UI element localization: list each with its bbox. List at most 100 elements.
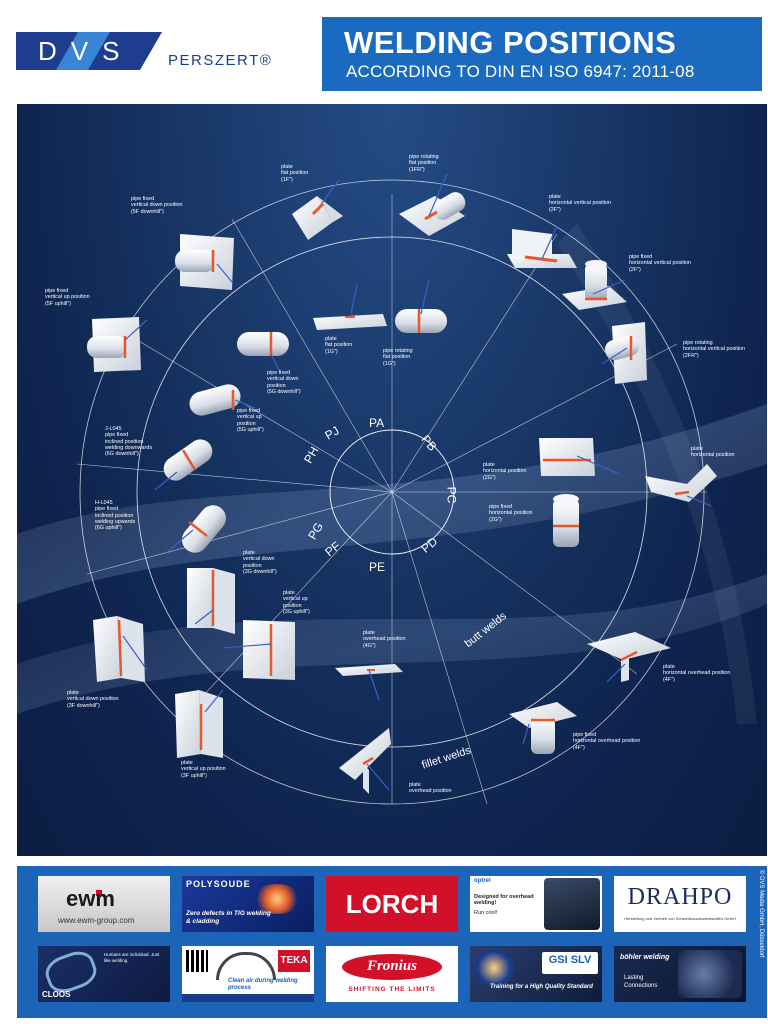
optrel-helmet-icon	[544, 878, 600, 930]
code-pe: PE	[369, 560, 386, 574]
bohler-name: böhler welding	[620, 954, 670, 961]
label-plate-3g-downhill: plate vertical down position (3G downhil…	[243, 550, 277, 575]
specimen-plate-horizontal-vertical-2f	[507, 225, 577, 268]
lorch-name: LORCH	[345, 889, 439, 919]
label-pipe-fixed-2f: pipe fixed horizontal vertical position …	[629, 254, 692, 273]
specimen-plate-vertical-up-3g	[222, 620, 295, 680]
polysoude-tagline: Zero defects in TIG welding & cladding	[186, 910, 271, 925]
gsi-tagline: Training for a High Quality Standard	[490, 984, 593, 990]
bohler-tagline: Lasting Connections	[624, 975, 658, 989]
fronius-name: Fronius	[366, 958, 418, 974]
label-plate-4g: plate overhead position (4G")	[363, 630, 406, 649]
specimen-pipe-fixed-4f	[509, 702, 577, 754]
label-plate-2g: plate horizontal position (2G")	[483, 462, 527, 481]
label-plate-3f-downhill: plate vertical down position (3F downhil…	[67, 690, 119, 709]
label-pipe-rotating-1fr: pipe rotating flat position (1FR")	[409, 154, 439, 173]
specimen-pipe-fixed-2g	[553, 494, 579, 547]
label-pipe-fixed-4f: pipe fixed horizontal overhead position …	[573, 732, 641, 751]
sponsor-optrel[interactable]: optrel Designed for overhead welding! Ru…	[470, 876, 602, 932]
specimen-jl045	[154, 439, 213, 491]
label-plate-4f: plate horizontal overhead position (4F")	[663, 664, 731, 683]
teka-qr-icon	[186, 950, 208, 972]
teka-name: TEKA	[278, 950, 310, 972]
specimen-plate-horizontal-2g	[539, 438, 620, 476]
specimen-plate-horizontal-overhead-4f	[587, 632, 671, 683]
label-pipe-fixed-5f-uphill: pipe fixed vertical up position (5F uphi…	[45, 288, 90, 307]
fronius-tagline: SHIFTING THE LIMITS	[348, 986, 436, 993]
ewm-logo-icon	[38, 876, 170, 932]
polysoude-arc-icon	[252, 884, 302, 914]
code-pc: PC	[444, 486, 459, 504]
bohler-photo-icon	[678, 950, 742, 998]
specimen-pipe-rotating-1fr	[399, 173, 466, 236]
page-title: WELDING POSITIONS	[344, 25, 677, 60]
sponsor-lorch[interactable]: LORCH	[326, 876, 458, 932]
page-subtitle: ACCORDING TO DIN EN ISO 6947: 2011-08	[346, 62, 695, 81]
specimen-pipe-fixed-5g-downhill	[237, 332, 289, 371]
svg-text:DVS: DVS	[38, 36, 133, 66]
specimen-plate-vertical-up-3f	[175, 689, 224, 758]
sponsor-drahpo[interactable]: DRAHPO Herstellung und Vertrieb von Schw…	[614, 876, 746, 932]
optrel-tagline: Designed for overhead welding!	[474, 894, 534, 906]
teka-tagline: Clean air during welding process	[228, 978, 298, 991]
drahpo-name: DRAHPO	[627, 884, 733, 910]
sponsor-polysoude[interactable]: POLYSOUDE Zero defects in TIG welding & …	[182, 876, 314, 932]
sponsor-bohler[interactable]: böhler welding Lasting Connections	[614, 946, 746, 1002]
sponsor-fronius[interactable]: Fronius SHIFTING THE LIMITS	[326, 946, 458, 1002]
dvs-perszert-logo: DVS PERSZERT®	[16, 32, 306, 82]
sponsor-cloos[interactable]: Humans are individual. Just like welding…	[38, 946, 170, 1002]
polysoude-name: POLYSOUDE	[186, 879, 251, 889]
specimen-pipe-fixed-2f	[562, 260, 627, 310]
label-jl045: J-L045 pipe fixed inclined position weld…	[105, 426, 153, 458]
diagram-graphics	[17, 173, 767, 805]
specimen-pipe-fixed-5g-uphill	[189, 384, 256, 416]
title-banner: WELDING POSITIONS ACCORDING TO DIN EN IS…	[322, 17, 762, 91]
specimen-plate-vertical-down-3g	[187, 568, 235, 634]
sponsor-ewm[interactable]: ewm www.ewm-group.com	[38, 876, 170, 932]
drahpo-tagline: Herstellung und Vertrieb von Schweißzusa…	[624, 916, 736, 921]
optrel-name: optrel	[474, 878, 491, 884]
gsi-welder-icon	[474, 950, 514, 986]
code-pa: PA	[369, 416, 385, 430]
specimen-pipe-rotating-2fr	[601, 322, 647, 384]
specimen-plate-overhead-4g	[335, 664, 403, 701]
specimen-pipe-fixed-5f-uphill	[87, 317, 148, 372]
label-hl045: H-L045 pipe fixed inclined position weld…	[95, 500, 136, 532]
teka-arm-icon	[216, 952, 276, 980]
specimen-pipe-fixed-5f-downhill	[175, 234, 234, 290]
label-pipe-fixed-5f-downhill: pipe fixed vertical down position (5F do…	[131, 196, 183, 215]
sponsor-strip: ewm www.ewm-group.com POLYSOUDE Zero def…	[17, 866, 767, 1018]
label-plate-3g-uphill: plate vertical up position (3G uphill")	[283, 590, 310, 615]
specimen-plate-vertical-down-3f	[93, 616, 148, 682]
dvs-logo-mark: DVS	[16, 32, 162, 70]
label-plate-flat-1g: plate flat position (1G")	[325, 336, 353, 355]
specimen-hl045	[166, 505, 226, 553]
label-plate-3f-uphill: plate vertical up position (3F uphill")	[181, 760, 226, 779]
label-pipe-fixed-5g-uphill: pipe fixed vertical up position (5G uphi…	[237, 408, 264, 433]
specimen-plate-flat-1g	[313, 283, 387, 330]
label-plate-horizontal: plate horizontal position	[691, 446, 735, 459]
label-pipe-fixed-2g: pipe fixed horizontal position (2G")	[489, 504, 533, 523]
cloos-tagline: Humans are individual. Just like welding…	[104, 952, 160, 963]
fronius-ellipse-icon	[342, 954, 442, 980]
ewm-url: www.ewm-group.com	[58, 916, 135, 925]
copyright-text: © DVS Media GmbH, Düsseldorf	[758, 870, 764, 958]
specimen-pipe-rotating-1g	[395, 279, 447, 333]
cloos-name: CLOOS	[42, 990, 71, 999]
teka-footer-bar	[182, 994, 314, 1002]
sponsor-teka[interactable]: TEKA Clean air during welding process	[182, 946, 314, 1002]
label-plate-overhead: plate overhead position	[409, 782, 452, 795]
ewm-name: ewm	[66, 886, 115, 911]
specimen-plate-flat-1f	[292, 179, 343, 240]
label-plate-flat-1f: plate flat position (1F")	[281, 164, 309, 183]
gsi-name: GSI SLV	[548, 954, 592, 966]
label-pipe-rotating-1g: pipe rotating flat position (1G")	[383, 348, 413, 367]
sponsor-gsi-slv[interactable]: GSI SLV Training for a High Quality Stan…	[470, 946, 602, 1002]
optrel-run-cool: Run cool!	[474, 910, 498, 916]
copyright-vertical: © DVS Media GmbH, Düsseldorf	[756, 870, 766, 1010]
specimen-plate-horizontal-right	[645, 464, 717, 507]
label-pipe-rotating-2fr: pipe rotating horizontal vertical positi…	[683, 340, 746, 359]
label-plate-2f: plate horizontal vertical position (2F")	[549, 194, 612, 213]
label-pipe-fixed-5g-downhill: pipe fixed vertical down position (5G do…	[267, 370, 301, 395]
logo-brand-text: PERSZERT®	[168, 52, 273, 69]
